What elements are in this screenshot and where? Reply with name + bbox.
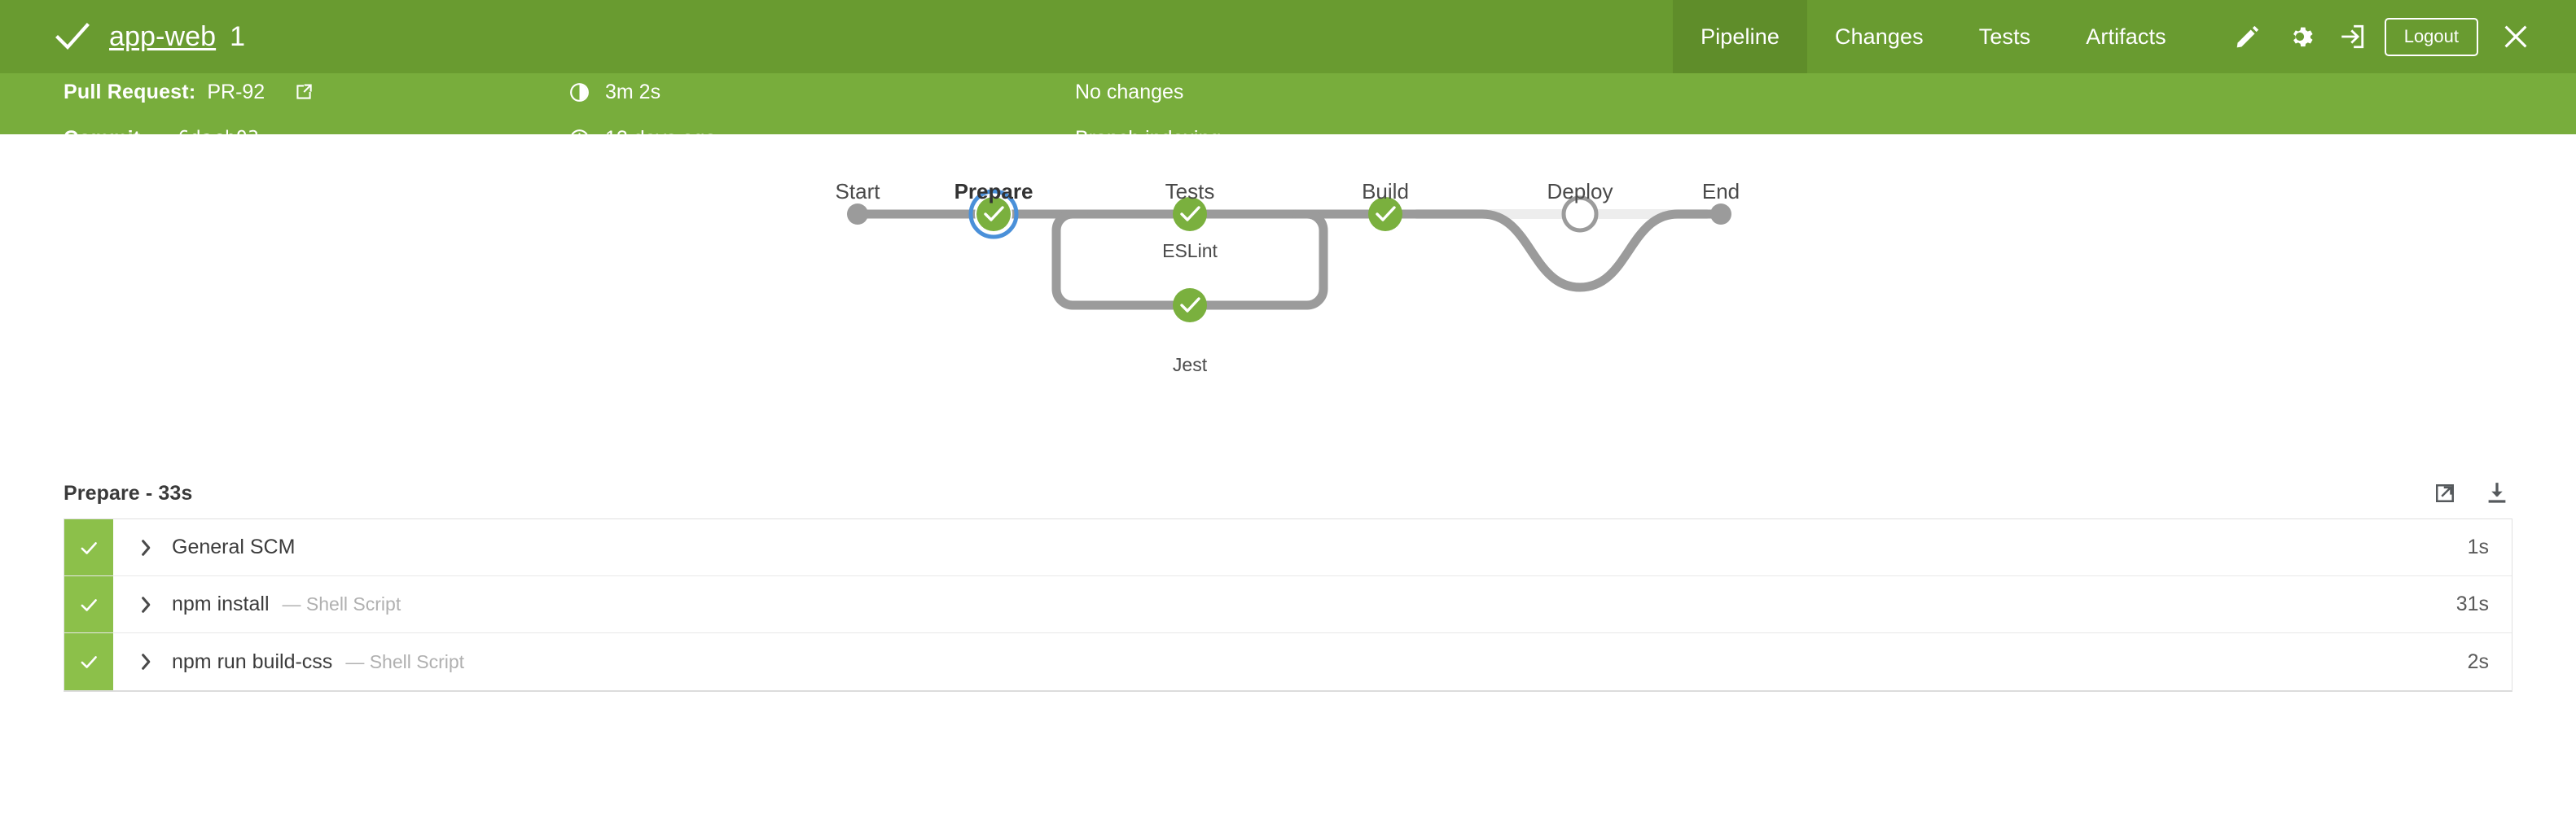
meta-duration: 3m 2s — [568, 77, 660, 107]
steps-section: Prepare - 33s — [0, 468, 2576, 692]
arrow-into-box-icon[interactable] — [2326, 11, 2378, 63]
tab-changes[interactable]: Changes — [1834, 24, 1924, 49]
chevron-right-icon[interactable] — [139, 653, 152, 671]
step-duration: 31s — [2455, 593, 2489, 615]
tab-pipeline[interactable]: Pipeline — [1673, 0, 1807, 73]
download-icon[interactable] — [2485, 481, 2509, 505]
chevron-right-icon[interactable] — [139, 596, 152, 614]
app-header: app-web 1 Pipeline Changes Tests Artifac… — [0, 0, 2576, 73]
header-spacer — [245, 0, 1673, 73]
step-main: npm install — Shell Script — [113, 576, 2456, 632]
branch-label-eslint[interactable]: ESLint — [1162, 240, 1218, 261]
open-logs-external-link-icon[interactable] — [2433, 481, 2457, 505]
steps-title: Prepare - 33s — [64, 481, 193, 505]
step-status-success — [64, 519, 113, 575]
header-actions: Logout — [2194, 0, 2576, 73]
step-name: General SCM — [172, 536, 296, 558]
node-tests — [1173, 197, 1207, 231]
node-deploy-skipped — [1561, 195, 1599, 233]
close-icon[interactable] — [2490, 11, 2542, 63]
node-start — [847, 203, 868, 225]
stage-label-start[interactable]: Start — [835, 179, 880, 203]
changes-text: No changes — [1075, 80, 1184, 103]
duration-icon — [568, 81, 590, 103]
header-tabs: Pipeline Changes Tests Artifacts — [1673, 0, 2194, 73]
duration-value: 3m 2s — [605, 80, 661, 103]
page-title: app-web 1 — [109, 21, 245, 53]
run-status-check-icon — [54, 18, 91, 55]
table-row[interactable]: npm install — Shell Script 31s — [64, 576, 2512, 633]
step-duration: 2s — [2467, 650, 2489, 673]
step-main: npm run build-css — Shell Script — [113, 633, 2468, 690]
pull-request-value: PR-92 — [207, 80, 265, 103]
table-row[interactable]: npm run build-css — Shell Script 2s — [64, 633, 2512, 690]
steps-toolbar — [2433, 481, 2512, 505]
job-name-link[interactable]: app-web — [109, 20, 217, 52]
step-type: — Shell Script — [345, 650, 465, 672]
stage-label-end[interactable]: End — [1701, 179, 1740, 203]
step-status-success — [64, 633, 113, 690]
node-build — [1368, 197, 1402, 231]
node-prepare — [976, 197, 1011, 231]
stage-label-build[interactable]: Build — [1362, 179, 1409, 203]
run-id: 1 — [230, 20, 246, 52]
tab-tests[interactable]: Tests — [1978, 24, 2031, 49]
chevron-right-icon[interactable] — [139, 539, 152, 557]
node-jest — [1173, 288, 1207, 322]
node-prepare-selection-ring — [968, 189, 1019, 239]
node-end — [1710, 203, 1731, 225]
steps-header: Prepare - 33s — [64, 468, 2512, 518]
run-meta-bar: Pull Request: PR-92 Commit: 6dacb93 3m 2… — [0, 73, 2576, 150]
step-main: General SCM — [113, 519, 2468, 575]
steps-list: General SCM 1s npm install — Shell Scrip… — [64, 518, 2512, 692]
branch-label-jest[interactable]: Jest — [1172, 354, 1208, 375]
step-duration: 1s — [2467, 536, 2489, 558]
step-type: — Shell Script — [282, 593, 402, 615]
step-name: npm run build-css — [172, 650, 333, 673]
pipeline-graph: Start Prepare Tests Build Deploy End ESL… — [0, 134, 2576, 468]
gear-icon[interactable] — [2274, 11, 2326, 63]
tab-artifacts[interactable]: Artifacts — [2086, 24, 2166, 49]
edge-bypass-deploy — [1380, 209, 1726, 292]
step-status-success — [64, 576, 113, 632]
external-link-icon[interactable] — [292, 81, 315, 103]
meta-pull-request: Pull Request: PR-92 — [64, 77, 330, 107]
stage-label-prepare[interactable]: Prepare — [954, 179, 1033, 203]
table-row[interactable]: General SCM 1s — [64, 519, 2512, 576]
stage-label-tests[interactable]: Tests — [1165, 179, 1215, 203]
stage-label-deploy[interactable]: Deploy — [1547, 179, 1613, 203]
pull-request-label: Pull Request: — [64, 80, 196, 103]
pencil-icon[interactable] — [2222, 11, 2274, 63]
logout-button[interactable]: Logout — [2384, 17, 2478, 56]
meta-changes: No changes — [1075, 77, 1183, 107]
header-left-group: app-web 1 — [0, 0, 245, 73]
step-name: npm install — [172, 593, 270, 615]
